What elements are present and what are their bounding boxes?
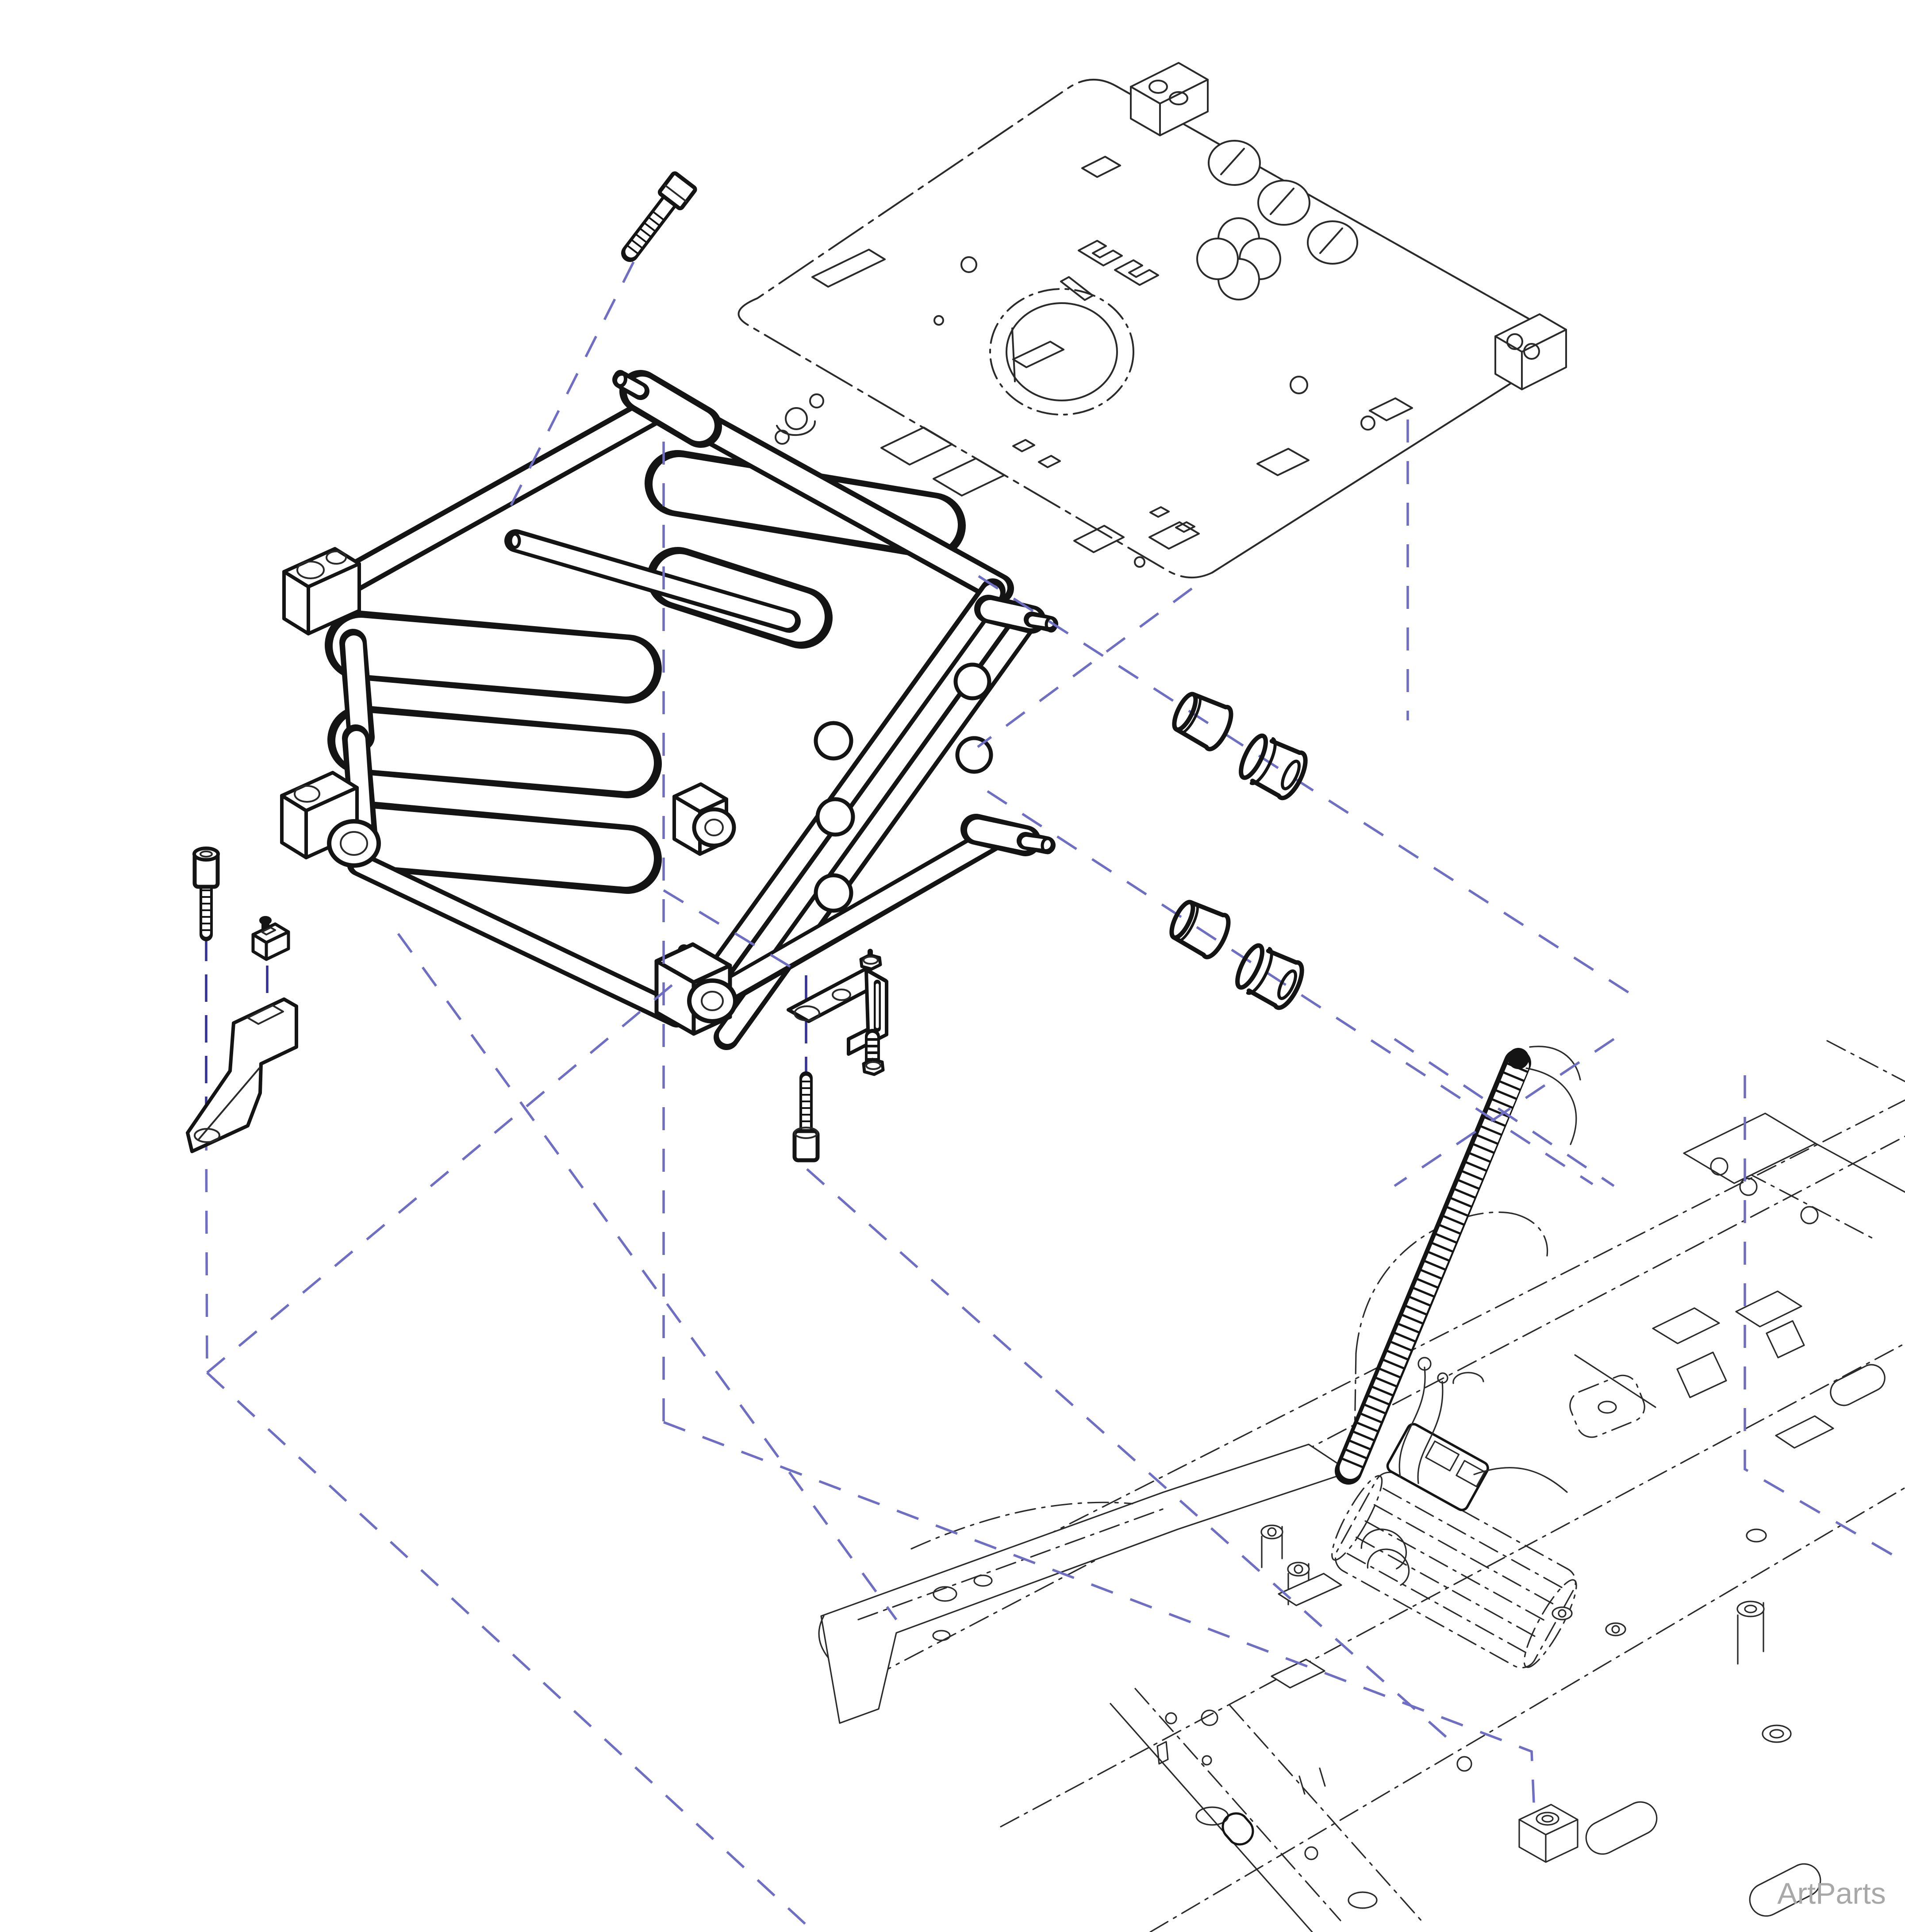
left-mounting-block-upper	[282, 547, 361, 635]
scissor-suspension-assembly	[280, 370, 1058, 1050]
hex-head-bolt	[621, 171, 697, 262]
projection-lines	[205, 261, 1905, 1932]
split-sleeve-bushing-upper	[1172, 692, 1233, 751]
clip-nut	[251, 916, 290, 961]
flanged-bushing-upper	[1239, 733, 1308, 801]
split-sleeve-bushing-lower	[1169, 900, 1231, 959]
frame-mounting-block	[1518, 1804, 1579, 1863]
stop-bracket	[186, 997, 298, 1153]
socket-cap-screw-left	[192, 847, 220, 941]
seat-base-frame	[818, 1040, 1905, 1932]
hold-down-bracket	[787, 949, 888, 1076]
bottom-foot-block	[654, 942, 737, 1036]
mid-pivot-block	[672, 782, 736, 856]
seat-pan-plate	[737, 62, 1567, 579]
bushings-lower-pair	[1169, 900, 1304, 1010]
flexible-gear-rack	[1335, 1046, 1581, 1485]
watermark-text: ArtParts	[1777, 1877, 1886, 1910]
flanged-bushing-lower	[1235, 943, 1304, 1010]
bushings-upper-pair	[1172, 692, 1308, 801]
socket-cap-screw-center	[792, 1071, 820, 1162]
compressor-assembly	[1260, 1357, 1577, 1669]
left-mounting-block-lower	[280, 771, 381, 868]
